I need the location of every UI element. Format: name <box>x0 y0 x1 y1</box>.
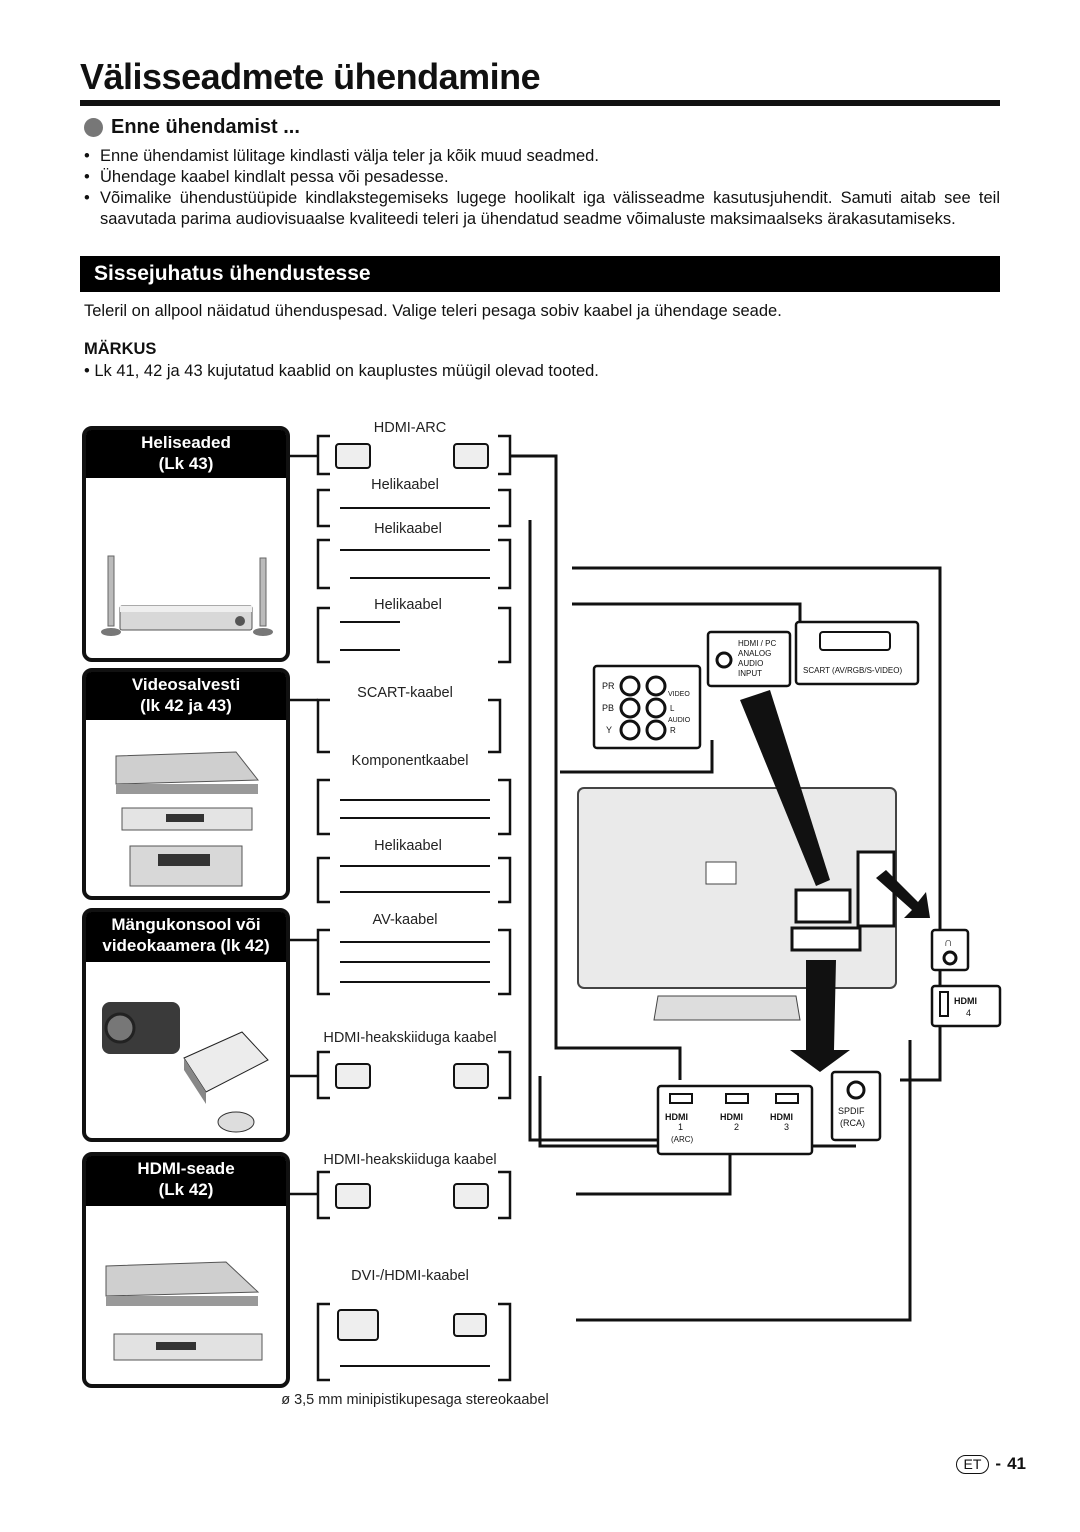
section-heading: Sissejuhatus ühendustesse <box>80 256 1000 292</box>
device-panel-header: Mängukonsool või videokaamera (lk 42) <box>86 912 286 962</box>
minijack-note: ø 3,5 mm minipistikupesaga stereokaabel <box>281 1392 549 1408</box>
audio-system-illustration <box>101 555 273 636</box>
hdmi-port-number: 1 <box>678 1122 683 1132</box>
device-page-ref: videokaamera (lk 42) <box>102 936 270 955</box>
console-camcorder-illustration <box>102 1002 269 1133</box>
bullet-circle-icon <box>84 118 103 137</box>
hdmi-logo-text: HDMI <box>720 1112 743 1122</box>
bullet-item: Võimalike ühendustüüpide kindlakstegemis… <box>84 188 1000 230</box>
device-name: Mängukonsool või <box>111 915 261 934</box>
cable-label: Komponentkaabel <box>351 753 469 769</box>
note-body: Lk 41, 42 ja 43 kujutatud kaablid on kau… <box>94 362 599 380</box>
page-number: 41 <box>1007 1454 1026 1473</box>
terminal-pr-label: PR <box>602 681 615 691</box>
analog-audio-label: ANALOG <box>738 649 771 658</box>
tv-rear-illustration <box>577 690 930 1072</box>
device-panel-header: HDMI-seade (Lk 42) <box>86 1156 286 1206</box>
title-divider <box>80 100 1000 106</box>
terminal-r-label: R <box>670 726 676 735</box>
terminal-l-label: L <box>670 704 675 713</box>
cable-label: HDMI-heakskiiduga kaabel <box>323 1030 497 1046</box>
device-name: HDMI-seade <box>137 1159 235 1178</box>
recorder-illustration <box>115 751 260 887</box>
analog-audio-label: HDMI / PC <box>738 639 776 648</box>
cable-label: Helikaabel <box>371 477 439 493</box>
hdmi-arc-label: (ARC) <box>671 1135 694 1144</box>
scart-label: SCART (AV/RGB/S-VIDEO) <box>803 666 902 675</box>
terminal-video-label: VIDEO <box>668 691 690 698</box>
page-footer: ET - 41 <box>955 1454 1026 1474</box>
device-panel-header: Videosalvesti (lk 42 ja 43) <box>86 672 286 720</box>
cable-label: DVI-/HDMI-kaabel <box>351 1268 469 1284</box>
device-panel-vcr: Videosalvesti (lk 42 ja 43) <box>82 668 290 900</box>
device-name: Videosalvesti <box>131 675 241 694</box>
hdmi-port-number: 2 <box>734 1122 739 1132</box>
device-page-ref: (Lk 43) <box>158 454 214 473</box>
hdmi-player-illustration <box>105 1261 263 1361</box>
headphone-icon: ∩ <box>944 935 953 949</box>
terminal-audio-label: AUDIO <box>668 717 691 724</box>
note-text: • Lk 41, 42 ja 43 kujutatud kaablid on k… <box>84 362 599 380</box>
cable-label: HDMI-ARC <box>373 420 447 436</box>
device-page-ref: (Lk 42) <box>158 1180 214 1199</box>
cable-label: Helikaabel <box>374 521 442 537</box>
device-name: Heliseaded <box>141 433 231 452</box>
analog-audio-label: AUDIO <box>738 659 763 668</box>
device-page-ref: (lk 42 ja 43) <box>140 696 232 715</box>
plug-icons <box>335 443 489 1341</box>
device-panel-header: Heliseaded (Lk 43) <box>86 430 286 478</box>
hdmi-port-number: 3 <box>784 1122 789 1132</box>
language-badge: ET <box>955 1454 990 1474</box>
cable-label: SCART-kaabel <box>357 685 453 701</box>
rca-plugs <box>340 507 490 1367</box>
before-heading: Enne ühendamist ... <box>84 116 300 139</box>
analog-audio-label: INPUT <box>738 669 762 678</box>
device-panel-audio: Heliseaded (Lk 43) <box>82 426 290 662</box>
notes-heading: MÄRKUS <box>84 340 157 358</box>
cable-label: Helikaabel <box>374 597 442 613</box>
cable-label: Helikaabel <box>374 838 442 854</box>
cable-label: AV-kaabel <box>372 912 438 928</box>
footer-dash: - <box>995 1454 1002 1473</box>
device-panel-hdmi: HDMI-seade (Lk 42) <box>82 1152 290 1388</box>
hdmi-logo-text: HDMI <box>954 996 977 1006</box>
cable-label: HDMI-heakskiiduga kaabel <box>323 1152 497 1168</box>
section-intro: Teleril on allpool näidatud ühenduspesad… <box>84 302 782 320</box>
before-heading-text: Enne ühendamist ... <box>111 116 300 138</box>
terminal-y-label: Y <box>606 725 612 735</box>
spdif-label: SPDIF <box>838 1106 865 1116</box>
device-panel-console: Mängukonsool või videokaamera (lk 42) <box>82 908 290 1142</box>
bullet-item: Enne ühendamist lülitage kindlasti välja… <box>84 146 1000 167</box>
hdmi-logo-text: HDMI <box>665 1112 688 1122</box>
terminal-pb-label: PB <box>602 703 614 713</box>
hdmi-logo-text: HDMI <box>770 1112 793 1122</box>
page-title: Välisseadmete ühendamine <box>80 56 541 97</box>
bullet-item: Ühendage kaabel kindlalt pessa või pesad… <box>84 167 1000 188</box>
spdif-label: (RCA) <box>840 1118 865 1128</box>
terminal-labels: PR PB Y VIDEO L AUDIO R HDMI / PC ANALOG… <box>602 639 977 1144</box>
terminal-panels <box>592 620 1002 1156</box>
before-bullets: Enne ühendamist lülitage kindlasti välja… <box>84 146 1000 230</box>
hdmi-port-number: 4 <box>966 1008 971 1018</box>
